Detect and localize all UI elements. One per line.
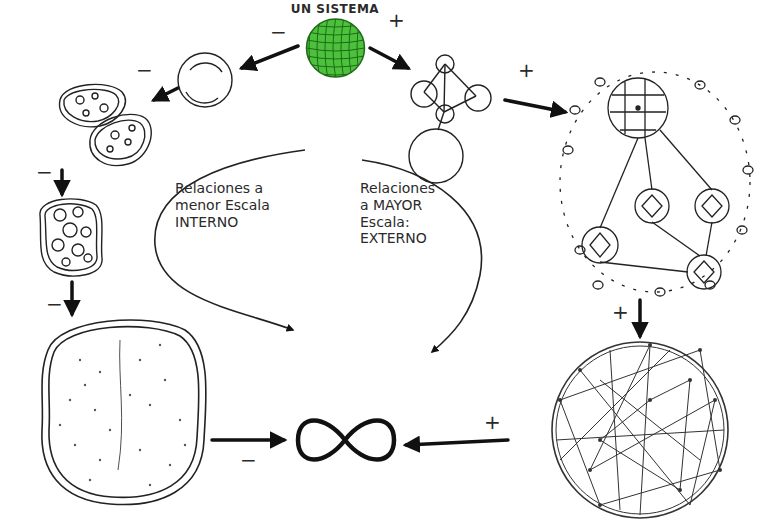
organ-blob	[42, 320, 206, 505]
network-system	[560, 72, 753, 296]
plus-sign: +	[484, 410, 501, 434]
web-sphere	[552, 342, 728, 518]
molecule-cluster	[409, 55, 491, 183]
plus-sign: +	[612, 300, 629, 324]
relation-note: Relaciones a menor Escala INTERNO	[175, 180, 275, 230]
minus-sign: −	[270, 20, 287, 44]
cell-circle	[178, 53, 232, 107]
relation-note: Relaciones a MAYOR Escala: EXTERNO	[360, 180, 438, 247]
system-sphere: UN SISTEMA	[287, 2, 384, 80]
plus-sign: +	[388, 8, 405, 32]
sphere-label: UN SISTEMA	[287, 2, 384, 16]
minus-sign: −	[240, 448, 257, 472]
minus-sign: −	[136, 58, 153, 82]
minus-sign: −	[36, 160, 53, 184]
cell-pair	[60, 84, 152, 165]
plus-sign: +	[518, 58, 535, 82]
relation-loops	[155, 150, 482, 352]
tissue-blob	[40, 199, 102, 276]
infinity-symbol	[298, 421, 394, 460]
flow-arrows	[62, 46, 640, 445]
minus-sign: −	[46, 292, 63, 316]
